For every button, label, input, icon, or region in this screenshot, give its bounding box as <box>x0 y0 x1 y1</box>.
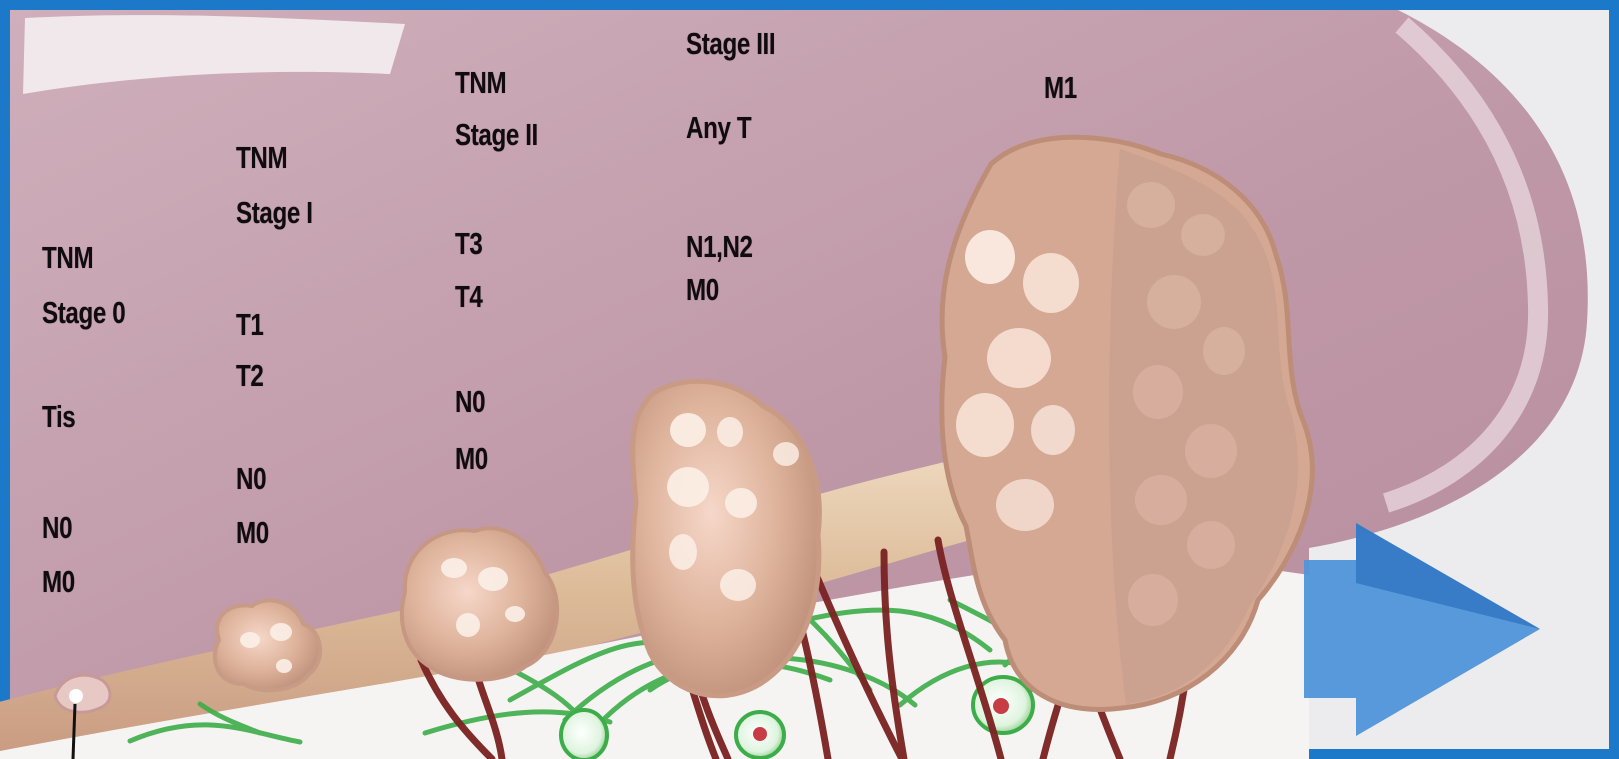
stage3-n-label: N1,N2 <box>686 231 753 262</box>
stage1-n-label: N0 <box>236 463 266 494</box>
stage1-t1-label: T1 <box>236 309 263 340</box>
tumor-stage-3 <box>633 381 820 696</box>
stage3-t-label: Any T <box>686 112 751 143</box>
stage0-stage-label: Stage 0 <box>42 297 125 328</box>
stage1-m-label: M0 <box>236 517 269 548</box>
stage2-tnm-label: TNM <box>455 67 506 98</box>
stage2-m-label: M0 <box>455 443 488 474</box>
stage3-m-label: M0 <box>686 274 719 305</box>
stage0-n-label: N0 <box>42 512 72 543</box>
stage2-n-label: N0 <box>455 386 485 417</box>
stage1-t2-label: T2 <box>236 360 263 391</box>
stage0-m-label: M0 <box>42 566 75 597</box>
stage2-t3-label: T3 <box>455 228 482 259</box>
stage1-tnm-label: TNM <box>236 142 287 173</box>
stage0-t-label: Tis <box>42 401 75 432</box>
stage3-stage-label: Stage III <box>686 28 775 59</box>
stage4-m-label: M1 <box>1044 72 1077 103</box>
stage0-tnm-label: TNM <box>42 242 93 273</box>
stage2-t4-label: T4 <box>455 281 482 312</box>
tumor-stage-2 <box>402 528 557 679</box>
stage2-stage-label: Stage II <box>455 119 538 150</box>
stage1-stage-label: Stage I <box>236 197 313 228</box>
